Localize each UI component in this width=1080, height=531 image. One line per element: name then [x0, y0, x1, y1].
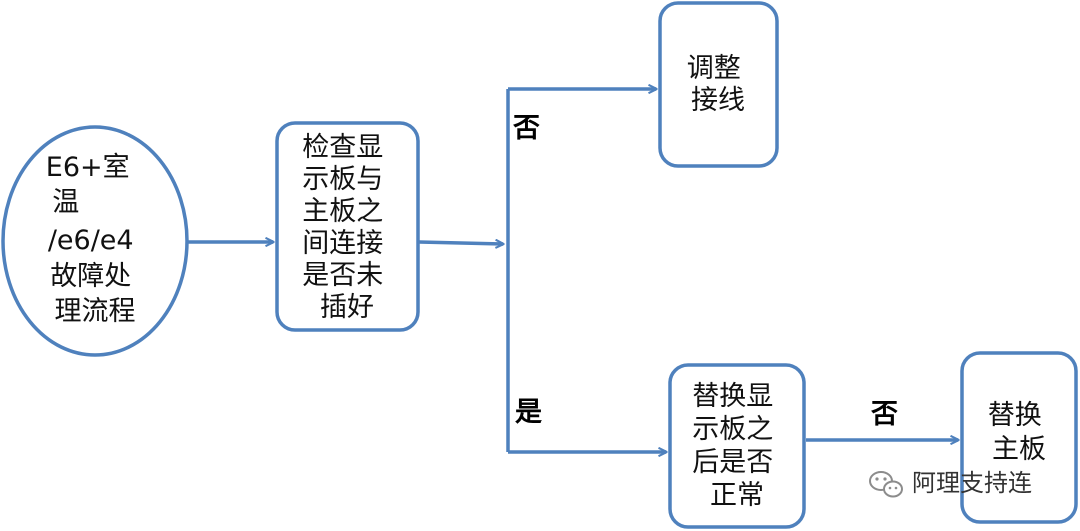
adjust-node-line: 接线: [691, 85, 745, 116]
adjust-node-line: 调整: [687, 53, 741, 84]
edge-label-no: 否: [871, 399, 898, 430]
watermark: 阿理支持连: [869, 469, 1032, 498]
check-connection-node: 检查显 示板与 主板之 间连接 是否未 插好: [275, 121, 420, 332]
start-node-line: E6+室: [46, 152, 130, 183]
start-node-line: 故障处: [50, 261, 131, 292]
watermark-text: 阿理支持连: [912, 469, 1032, 497]
check-node-line: 间连接: [302, 228, 383, 259]
start-node-line: /e6/e4: [48, 225, 134, 256]
arrow-check-to-branch: [418, 242, 503, 244]
svg-text:替换显 示板之 后是否: 替换显 示板之 后是否 正常: [692, 381, 782, 511]
replace-main-line: 替换: [988, 400, 1042, 431]
replace-main-line: 主板: [992, 434, 1046, 465]
svg-text:替换 主板: 替换 主板: [988, 400, 1051, 465]
check-node-line: 示板与: [302, 164, 383, 195]
adjust-wiring-node: 调整 接线: [658, 1, 779, 168]
wechat-icon: [869, 471, 903, 498]
replace-display-line: 替换显: [692, 381, 773, 412]
replace-display-line: 后是否: [692, 447, 773, 478]
start-node-line: 理流程: [55, 296, 136, 327]
check-node-line: 主板之: [302, 196, 383, 227]
edge-label-yes: 是: [515, 397, 542, 428]
start-node-line: 温: [52, 187, 79, 218]
check-node-line: 是否未: [302, 260, 383, 291]
check-node-line: 检查显: [302, 132, 383, 163]
start-node: E6+室 温 /e6/e4 故障处 理流程: [1, 125, 189, 357]
replace-display-node: 替换显 示板之 后是否 正常: [668, 363, 806, 529]
svg-text:调整 接线: 调整 接线: [687, 53, 750, 116]
replace-display-line: 示板之: [692, 414, 773, 445]
svg-text:E6+室 温 /e6/e4: E6+室 温 /e6/e4 故障处 理流程: [46, 152, 142, 327]
edge-label-no: 否: [513, 113, 540, 144]
replace-display-line: 正常: [710, 480, 764, 511]
svg-text:检查显 示板与 主板之: 检查显 示板与 主板之 间连接 是否未 插好: [302, 132, 392, 323]
check-node-line: 插好: [320, 292, 374, 323]
replace-mainboard-node: 替换 主板: [960, 351, 1078, 524]
